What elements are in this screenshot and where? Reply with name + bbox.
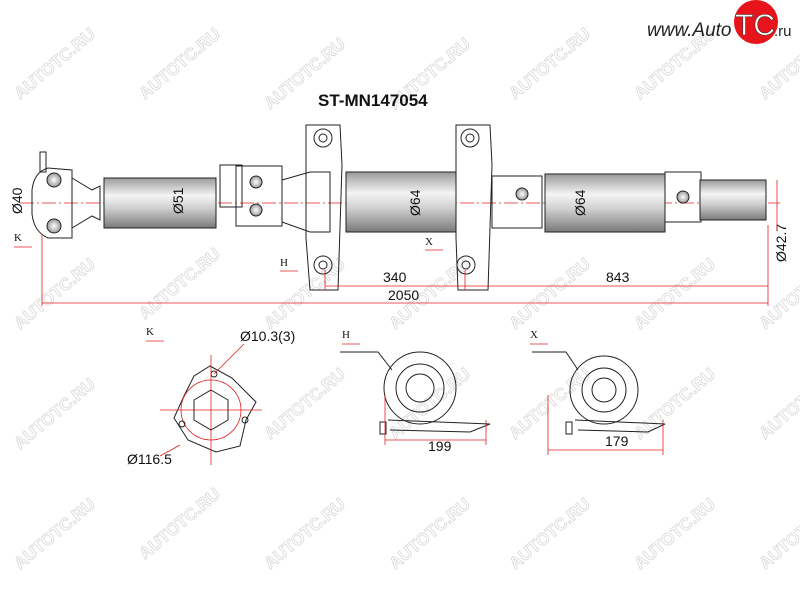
watermark-text: AUTOTC.RU <box>135 244 224 323</box>
watermark-text: AUTOTC.RU <box>135 484 224 563</box>
watermark-text: AUTOTC.RU <box>10 374 99 453</box>
diameter-label-front: Ø40 <box>9 187 25 214</box>
bearing-h-width: 199 <box>428 438 452 454</box>
bearing-detail-h: H 199 <box>340 329 491 454</box>
watermark-text: AUTOTC.RU <box>505 364 594 443</box>
watermark-text: AUTOTC.RU <box>630 364 719 443</box>
front-flange-yoke <box>31 151 101 239</box>
watermark-text: AUTOTC.RU <box>260 254 349 333</box>
watermark-text: AUTOTC.RU <box>630 254 719 333</box>
view-marker-h: H <box>280 257 288 269</box>
diameter-label-tube-2: Ø64 <box>407 189 423 216</box>
logo-circle <box>734 0 778 44</box>
watermark-text: AUTOTC.RU <box>260 494 349 573</box>
watermark-text: AUTOTC.RU <box>505 494 594 573</box>
bearing-detail-x: X 179 <box>530 329 666 455</box>
logo-highlight: TC <box>735 9 775 42</box>
watermark-text: AUTOTC.RU <box>505 254 594 333</box>
diameter-label-tube-1: Ø51 <box>170 187 186 214</box>
diameter-label-tube-3: Ø64 <box>572 189 588 216</box>
tube-section-1 <box>103 177 217 229</box>
watermark-text: AUTOTC.RU <box>10 254 99 333</box>
watermark-text: AUTOTC.RU <box>10 24 99 103</box>
watermark-text: AUTOTC.RU <box>505 24 594 103</box>
center-joint <box>219 164 331 233</box>
part-number: ST-MN147054 <box>318 91 428 110</box>
logo-suffix: .ru <box>774 23 792 40</box>
flange-view-marker: K <box>146 326 154 338</box>
tube-section-2 <box>345 171 457 233</box>
watermark-text: AUTOTC.RU <box>385 494 474 573</box>
flange-hole-diameter: Ø10.3(3) <box>240 328 295 344</box>
center-bearing-bracket-h <box>305 124 343 291</box>
watermark-text: AUTOTC.RU <box>260 364 349 443</box>
center-bearing-bracket-x <box>455 124 543 291</box>
rear-yoke <box>664 171 702 223</box>
view-marker-k: K <box>14 232 22 244</box>
watermark-text: AUTOTC.RU <box>10 494 99 573</box>
bearing-x-marker: X <box>530 329 538 341</box>
watermark-text: AUTOTC.RU <box>755 254 800 333</box>
flange-detail-k: K Ø10.3(3) Ø116.5 <box>127 326 295 467</box>
watermark-text: AUTOTC.RU <box>135 24 224 103</box>
dimension-2050: 2050 <box>388 287 419 303</box>
flange-diameter: Ø116.5 <box>127 451 172 467</box>
watermark-text: AUTOTC.RU <box>755 364 800 443</box>
rear-spline-stub <box>699 179 767 221</box>
bearing-x-width: 179 <box>605 433 629 449</box>
watermark-text: AUTOTC.RU <box>755 494 800 573</box>
autotc-logo: www.Auto TC .ru <box>647 0 792 44</box>
watermark-text: AUTOTC.RU <box>630 494 719 573</box>
dimension-843: 843 <box>606 269 630 285</box>
bearing-h-marker: H <box>342 329 350 341</box>
tube-section-3 <box>544 173 666 233</box>
logo-prefix: www.Auto <box>647 20 731 41</box>
dimension-340: 340 <box>383 269 407 285</box>
diameter-label-rear: Ø42.7 <box>773 224 789 262</box>
view-marker-x: X <box>425 236 433 248</box>
